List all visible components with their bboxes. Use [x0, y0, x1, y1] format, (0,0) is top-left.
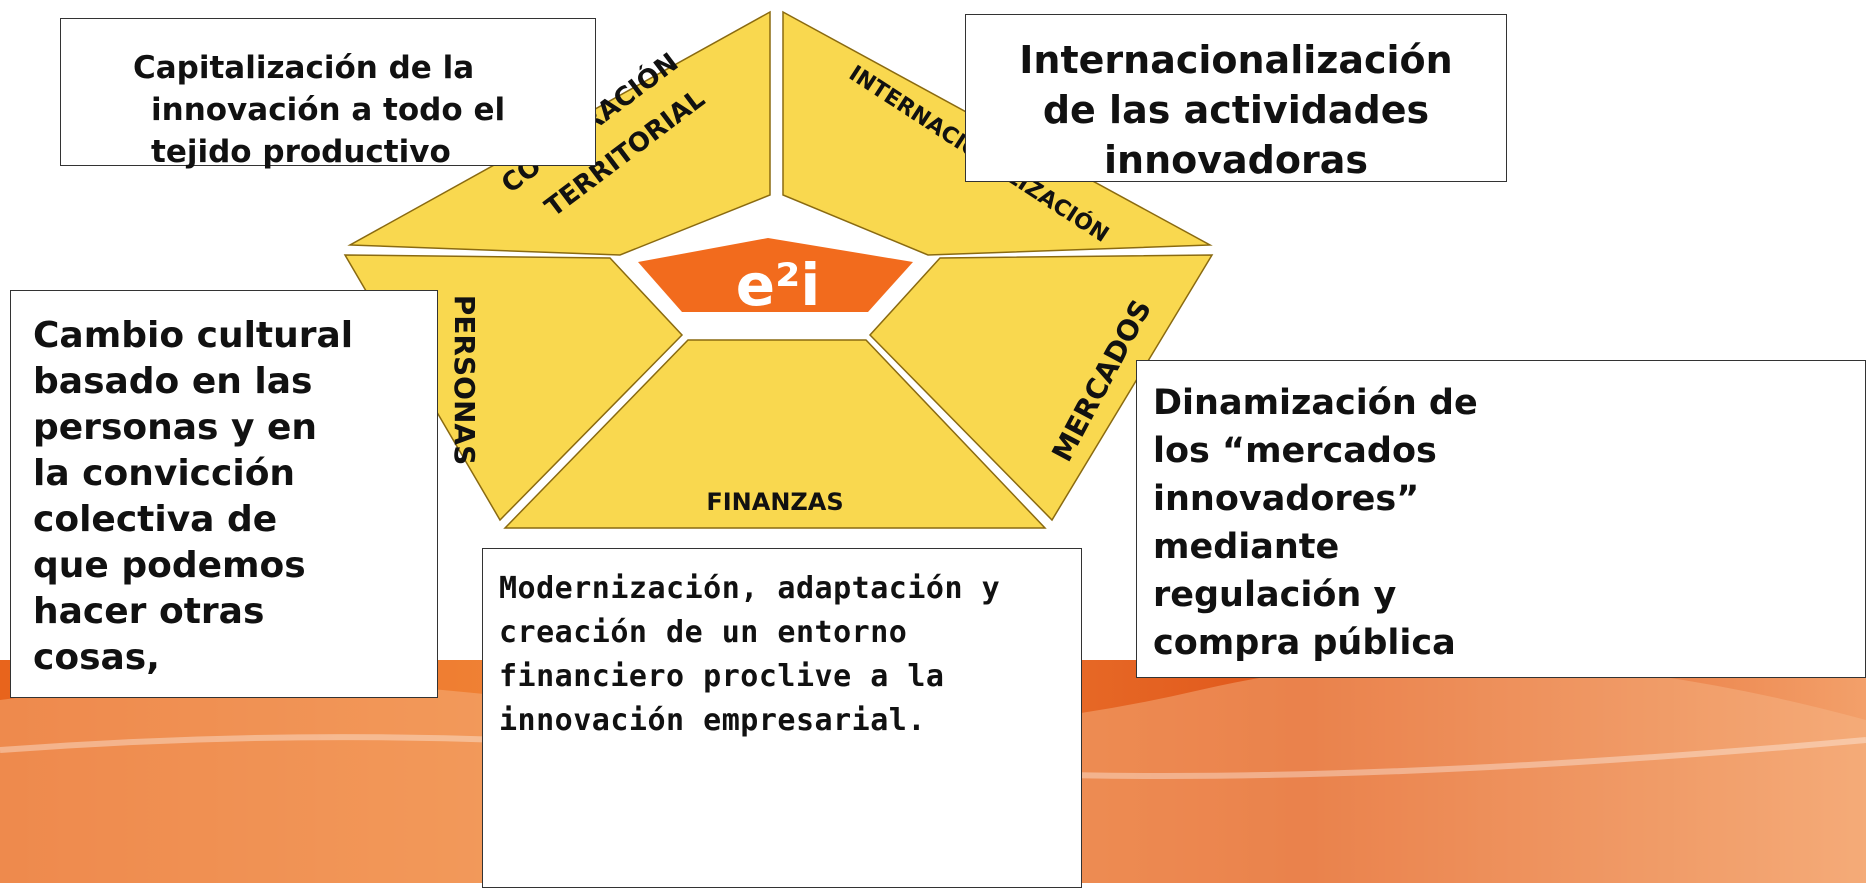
box-capitalizacion: Capitalización de la innovación a todo e… — [60, 18, 596, 170]
box-capitalizacion-text: Capitalización de la innovación a todo e… — [133, 50, 506, 170]
segment-mercados — [868, 254, 1214, 522]
box-internacionalizacion-text: Internacionalización de las actividades … — [1019, 38, 1453, 182]
box-cambio-cultural: Cambio cultural basado en las personas y… — [10, 290, 438, 698]
box-dinamizacion: Dinamización de los “mercados innovadore… — [1136, 360, 1866, 678]
label-finanzas: FINANZAS — [706, 488, 843, 516]
label-personas: PERSONAS — [448, 295, 481, 465]
box-modernizacion: Modernización, adaptación y creación de … — [482, 548, 1082, 888]
center-e2i: e²i — [638, 238, 913, 319]
segment-finanzas — [503, 339, 1047, 529]
box-dinamizacion-text: Dinamización de los “mercados innovadore… — [1153, 383, 1478, 663]
box-internacionalizacion: Internacionalización de las actividades … — [965, 14, 1507, 182]
box-modernizacion-text: Modernización, adaptación y creación de … — [499, 571, 1001, 738]
box-cambio-cultural-text: Cambio cultural basado en las personas y… — [33, 315, 354, 678]
center-label: e²i — [736, 251, 821, 319]
